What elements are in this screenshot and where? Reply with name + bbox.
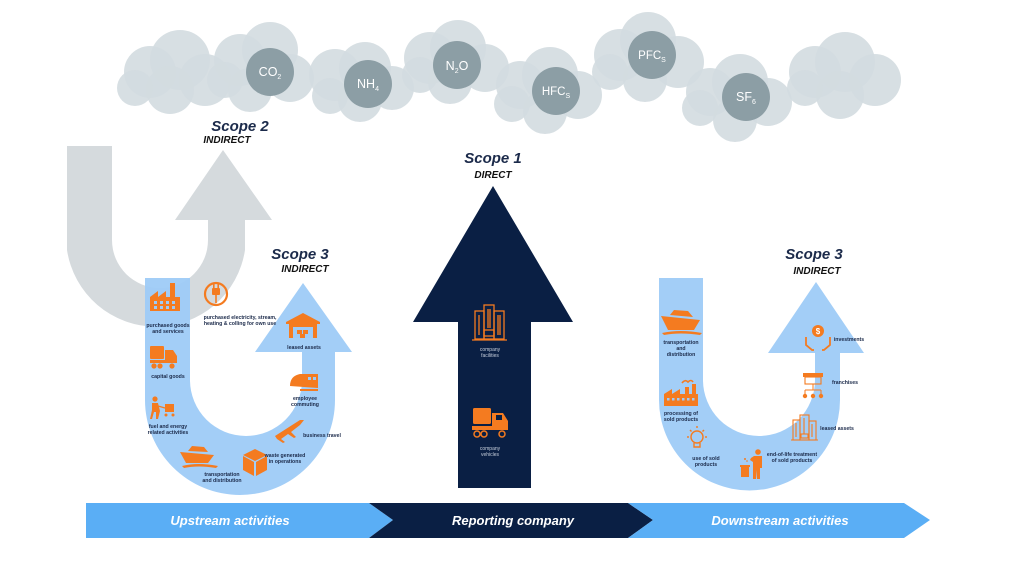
storefront-icon (802, 373, 824, 399)
band-reporting (369, 503, 653, 538)
recycle-bin-person-icon (740, 449, 762, 479)
gas-circles: CO2 NH4 N2O HFCS PFCS SF6 (246, 31, 770, 121)
gas-pfcs: PFCS (628, 31, 676, 79)
svg-text:business travel: business travel (303, 433, 341, 439)
svg-text:PFCS: PFCS (638, 50, 666, 64)
downstream-item-franchises: franchises (802, 373, 858, 399)
scope1-title: Scope 1 (464, 150, 522, 167)
warehouse-icon (286, 313, 320, 338)
value-chain-band: Upstream activities Reporting company Do… (86, 503, 930, 538)
factory-icon (664, 379, 698, 406)
factory-icon (150, 283, 180, 311)
downstream-item-investments: $ investments (805, 325, 864, 351)
svg-text:SF6: SF6 (736, 90, 756, 106)
train-icon (290, 374, 318, 391)
gas-hfcs: HFCS (532, 67, 580, 115)
office-building-icon (472, 304, 507, 341)
gas-sf6: SF6 (722, 73, 770, 121)
scope1-subtitle: DIRECT (474, 170, 512, 181)
band-upstream (86, 503, 393, 538)
band-downstream (628, 503, 930, 538)
scope2-u-arrow (67, 146, 272, 327)
downstream-item-leased-assets: leased assets (791, 414, 854, 441)
svg-text:NH4: NH4 (357, 77, 379, 93)
svg-text:leased assets: leased assets (820, 426, 854, 432)
svg-text:$: $ (816, 327, 821, 336)
svg-text:investments: investments (834, 337, 864, 343)
worker-cart-icon (150, 396, 175, 419)
office-building-icon (791, 414, 818, 441)
scope2-subtitle: INDIRECT (203, 135, 251, 146)
cloud (787, 32, 901, 119)
investment-hands-icon: $ (805, 325, 831, 351)
airplane-icon (275, 420, 304, 443)
upstream-item-capital-goods: capital goods (150, 346, 185, 380)
gas-n2o: N2O (433, 41, 481, 89)
upstream-item-purchased-electricity: purchased electricity, stream,heating & … (203, 281, 277, 327)
svg-text:purchased electricity, stream,: purchased electricity, stream,heating & … (204, 315, 277, 327)
svg-text:leased assets: leased assets (287, 345, 321, 351)
scope3-downstream-subtitle: INDIRECT (793, 266, 841, 277)
upstream-item-business-travel: business travel (275, 420, 341, 443)
svg-text:HFCS: HFCS (542, 86, 571, 100)
band-reporting-label: Reporting company (452, 513, 575, 528)
scope3-upstream-title: Scope 3 (271, 246, 329, 263)
gas-nh4: NH4 (344, 60, 392, 108)
svg-text:CO2: CO2 (259, 65, 282, 81)
scope2-title: Scope 2 (211, 118, 269, 135)
band-upstream-label: Upstream activities (170, 513, 289, 528)
gas-co2: CO2 (246, 48, 294, 96)
band-downstream-label: Downstream activities (711, 513, 848, 528)
truck-icon (472, 408, 508, 438)
ship-icon (661, 310, 702, 335)
ship-icon (180, 446, 218, 468)
lightbulb-icon (687, 426, 707, 448)
scope3-upstream-subtitle: INDIRECT (281, 264, 329, 275)
box-icon (243, 449, 267, 476)
scope1-arrow (413, 186, 573, 488)
svg-text:capital goods: capital goods (151, 374, 185, 380)
upstream-item-leased-assets: leased assets (286, 313, 321, 351)
scope3-downstream-title: Scope 3 (785, 246, 843, 263)
svg-text:N2O: N2O (446, 59, 469, 75)
electric-plug-icon (203, 281, 229, 307)
svg-text:franchises: franchises (832, 380, 858, 386)
truck-icon (150, 346, 177, 369)
